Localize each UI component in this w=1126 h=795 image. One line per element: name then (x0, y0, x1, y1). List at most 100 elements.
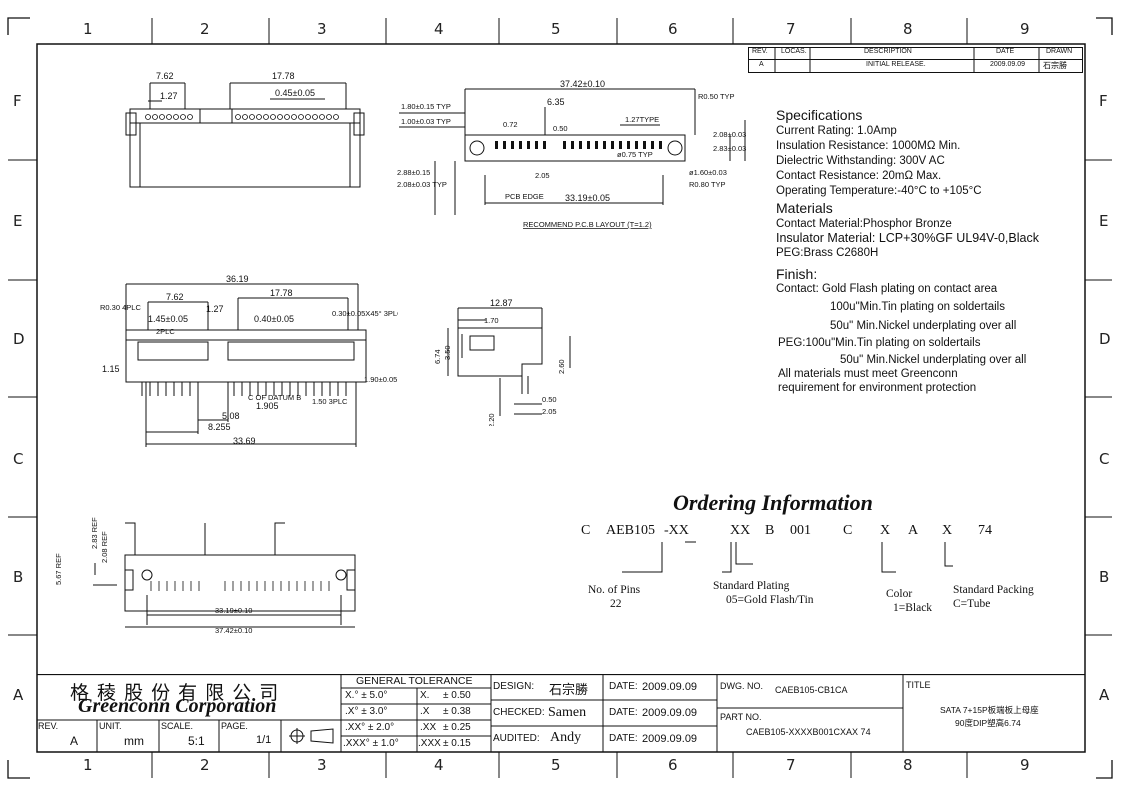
dim-text: 2.08±0.03 TYP (397, 180, 447, 189)
tolerance-place: .XXX (418, 738, 441, 749)
dwg-value: CAEB105-CB1CA (775, 685, 848, 695)
col-label: 5 (551, 20, 561, 38)
dim-text: 1.27TYPE (625, 115, 659, 124)
materials-line: Insulator Material: LCP+30%GF UL94V-0,Bl… (776, 231, 1039, 245)
date-label: DATE: (609, 681, 638, 692)
tolerance-angle: .XXX° ± 1.0° (343, 738, 399, 749)
col-label: 2 (200, 20, 210, 38)
col-label: 8 (903, 20, 913, 38)
date-value: 2009.09.09 (642, 681, 698, 693)
dim-text: 0.50 (542, 395, 557, 404)
row-label: D (13, 330, 25, 348)
bottom-view-drawing: 2.83 REF 2.08 REF 5.67 REF 33.19±0.10 37… (55, 517, 356, 635)
row-label: A (1099, 686, 1110, 704)
finish-line: 50u" Min.Nickel underplating over all (830, 320, 1017, 332)
row-label: D (1099, 330, 1111, 348)
title-line-2: 90度DIP塑高6.74 (955, 718, 1021, 728)
code-part: C (843, 523, 853, 538)
col-label: 5 (551, 756, 561, 774)
dim-text: 2.05 (542, 407, 557, 416)
row-label: F (1099, 92, 1108, 110)
dim-text: 33.19±0.05 (565, 193, 610, 203)
dim-text: 2PLC (156, 327, 175, 336)
dim-text: 8.255 (208, 422, 231, 432)
packing-value: C=Tube (953, 598, 991, 610)
code-part: X (880, 523, 891, 538)
row-label: C (1099, 450, 1110, 468)
pins-label: No. of Pins (588, 584, 641, 596)
col-label: 2 (200, 756, 210, 774)
tolerance-value: ± 0.25 (443, 722, 471, 733)
dim-text: 0.50 (553, 124, 568, 133)
tolerance-place: .X (420, 706, 430, 717)
col-label: 4 (434, 20, 444, 38)
dim-text: 12.87 (490, 298, 513, 308)
finish-line: All materials must meet Greenconn (778, 368, 958, 380)
dim-text: 17.78 (270, 288, 293, 298)
code-part: A (908, 523, 919, 538)
dim-text: 7.62 (166, 292, 184, 302)
dim-text: 1.27 (160, 91, 178, 101)
dim-text: R0.80 TYP (689, 180, 726, 189)
locas-header: LOCAS. (781, 48, 807, 55)
dim-text: 2.20 (487, 413, 496, 426)
finish-line: Contact: Gold Flash plating on contact a… (776, 283, 998, 295)
drawn-header: DRAWN (1046, 48, 1073, 55)
dim-text: 1.15 (102, 364, 120, 374)
color-value: 1=Black (893, 602, 933, 614)
dim-text: 37.42±0.10 (215, 626, 252, 635)
description-header: DESCRIPTION (864, 48, 912, 55)
company-name-en: Greenconn Corporation (78, 695, 277, 717)
col-label: 7 (786, 756, 796, 774)
col-label: 9 (1020, 756, 1030, 774)
dim-text: PCB EDGE (505, 192, 544, 201)
col-label: 1 (83, 756, 93, 774)
tolerance-value: ± 0.38 (443, 706, 471, 717)
dim-text: 1.70 (484, 316, 499, 325)
dim-text: R0.30 4PLC (100, 303, 141, 312)
tolerance-angle: .X° ± 3.0° (345, 706, 388, 717)
ordering-leaders (622, 541, 953, 573)
title-label: TITLE (906, 680, 931, 690)
checked-value: Samen (548, 705, 587, 720)
col-label: 6 (668, 20, 678, 38)
code-part: B (765, 523, 775, 538)
row-label: C (13, 450, 24, 468)
materials-line: PEG:Brass C2680H (776, 247, 879, 259)
dim-text: 2.08 REF (100, 531, 109, 563)
date-value: 2009.09.09 (990, 61, 1026, 68)
dim-text: 5.67 REF (55, 553, 63, 585)
part-value: CAEB105-XXXXB001CXAX 74 (746, 727, 871, 737)
scale-value: 5:1 (188, 734, 205, 748)
col-label: 3 (317, 20, 327, 38)
date-value: 2009.09.09 (642, 733, 698, 745)
rev-value: A (70, 734, 79, 748)
date-label: DATE: (609, 707, 638, 718)
part-label: PART NO. (720, 712, 762, 722)
pcb-caption: RECOMMEND P.C.B LAYOUT (T=1.2) (523, 220, 652, 229)
dim-text: 2.83±0.03 (713, 144, 746, 153)
title-block-grid (37, 674, 1085, 752)
code-part: -XX (664, 523, 689, 538)
col-label: 6 (668, 756, 678, 774)
spec-title: Specifications (776, 107, 863, 123)
dim-text: R0.50 TYP (698, 92, 735, 101)
title-line-1: SATA 7+15P板端板上母座 (940, 705, 1039, 715)
dim-text: 1.905 (256, 401, 279, 411)
tolerance-title: GENERAL TOLERANCE (356, 675, 473, 687)
unit-label: UNIT. (99, 721, 122, 731)
dim-text: 1.50 3PLC (312, 397, 348, 406)
dim-text: 17.78 (272, 71, 295, 81)
row-label: A (13, 686, 24, 704)
spec-line: Insulation Resistance: 1000MΩ Min. (776, 140, 961, 152)
dim-text: 3.50 (443, 345, 452, 360)
dim-text: ø0.75 TYP (617, 150, 653, 159)
materials-line: Contact Material:Phosphor Bronze (776, 218, 952, 230)
finish-title: Finish: (776, 266, 818, 282)
code-part: AEB105 (606, 523, 655, 538)
code-part: 74 (978, 523, 992, 538)
row-label: F (13, 92, 22, 110)
spec-line: Dielectric Withstanding: 300V AC (776, 155, 945, 167)
finish-line: 50u" Min.Nickel underplating over all (840, 354, 1027, 366)
dim-text: 0.40±0.05 (254, 314, 294, 324)
